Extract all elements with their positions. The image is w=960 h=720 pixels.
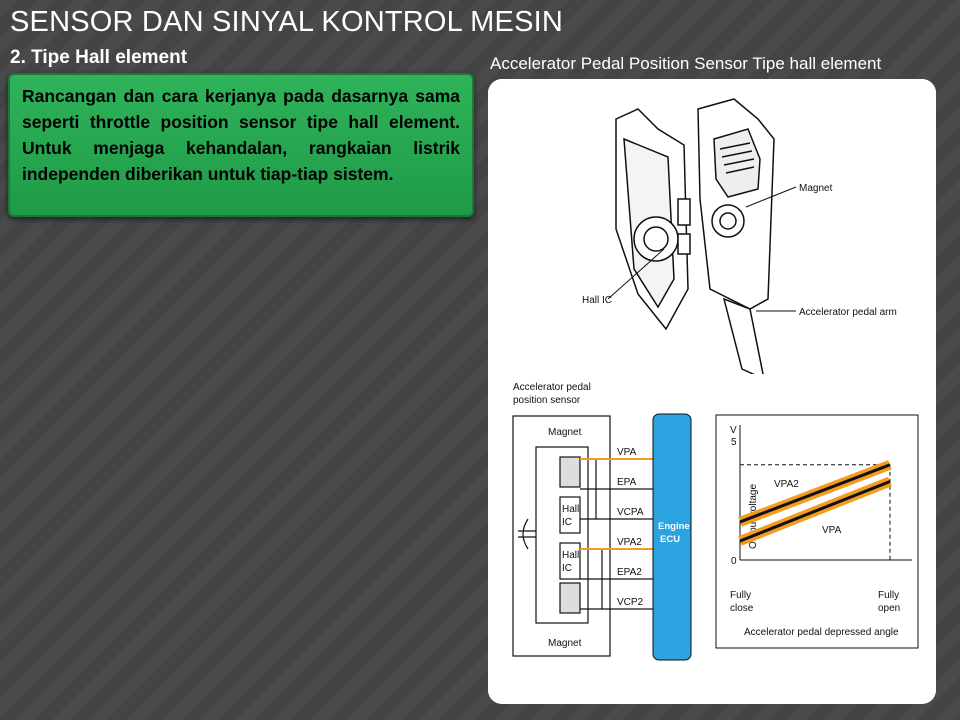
figure-panel: Magnet Hall IC Accelerator pedal arm Acc…: [488, 79, 936, 704]
hall-ic-2-label-a: Hall: [562, 550, 579, 561]
chart-y-unit: V: [730, 425, 737, 436]
chart-y-tick-5: 5: [731, 437, 737, 448]
chart-frame: [715, 414, 919, 649]
output-voltage-chart: V50Output voltageVPA2VPAFullycloseFullyo…: [715, 414, 919, 649]
terminal-vcp2: VCP2: [617, 597, 644, 608]
terminal-epa2: EPA2: [617, 567, 642, 578]
series-label-vpa2: VPA2: [774, 479, 799, 490]
terminal-vpa2: VPA2: [617, 537, 642, 548]
figure-caption: Accelerator Pedal Position Sensor Tipe h…: [490, 54, 882, 73]
sensor-figure: Magnet Hall IC Accelerator pedal arm Acc…: [488, 79, 936, 704]
chart-x-tick-open-line2: open: [878, 603, 900, 614]
series-label-vpa: VPA: [822, 525, 842, 536]
slide-subtitle: 2. Tipe Hall element: [10, 47, 188, 68]
chart-x-tick-open-line1: Fully: [878, 590, 899, 601]
hall-ic-2-label-b: IC: [562, 563, 572, 574]
sensor-housing-illustration: [615, 98, 775, 381]
hall-ic-1-label-b: IC: [562, 517, 572, 528]
sensor-title-line1: Accelerator pedal: [513, 382, 591, 393]
chart-y-tick-0: 0: [731, 556, 737, 567]
chart-x-tick-close-line1: Fully: [730, 590, 751, 601]
chart-x-tick-close-line2: close: [730, 603, 754, 614]
chart-x-label: Accelerator pedal depressed angle: [744, 627, 899, 638]
terminal-epa: EPA: [617, 477, 637, 488]
ecu-label-line1: Engine: [658, 521, 690, 532]
magnet-bottom-label: Magnet: [548, 638, 582, 649]
sensor-circuit: [512, 415, 656, 657]
sensor-title-line2: position sensor: [513, 395, 581, 406]
magnet-label: Magnet: [799, 183, 833, 194]
illustration-leader-lines: [607, 186, 797, 312]
hall-ic-1-label-a: Hall: [562, 504, 579, 515]
pedal-arm-label: Accelerator pedal arm: [799, 307, 897, 318]
magnet-top-label: Magnet: [548, 427, 582, 438]
description-text: Rancangan dan cara kerjanya pada dasarny…: [22, 86, 460, 184]
engine-ecu-block: [652, 413, 692, 661]
slide-title: SENSOR DAN SINYAL KONTROL MESIN: [10, 6, 564, 38]
ecu-label-line2: ECU: [660, 534, 680, 545]
series-line-vpa: [739, 480, 891, 543]
series-line-vpa2: [739, 463, 891, 524]
hall-ic-label: Hall IC: [582, 295, 612, 306]
terminal-vcpa: VCPA: [617, 507, 644, 518]
description-box: Rancangan dan cara kerjanya pada dasarny…: [8, 73, 474, 217]
terminal-vpa: VPA: [617, 447, 637, 458]
